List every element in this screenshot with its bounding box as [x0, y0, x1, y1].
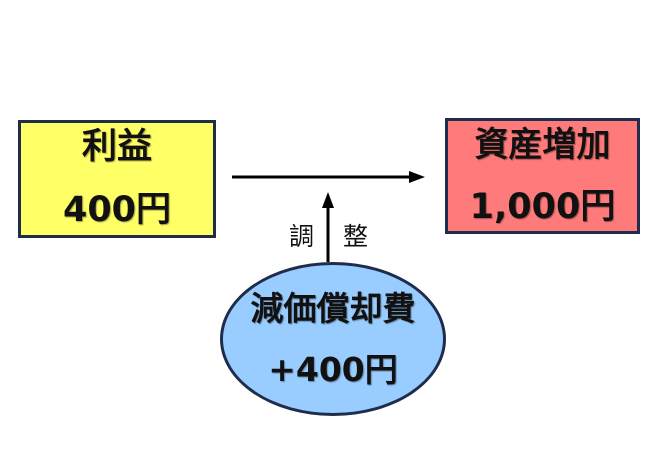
profit-value: 400円 — [62, 190, 172, 230]
depreciation-title: 減価償却費 — [250, 289, 416, 328]
adjustment-label-char-1: 調 — [289, 222, 315, 251]
adjustment-label-char-2: 整 — [343, 222, 369, 251]
profit-box: 利益 400円 — [18, 120, 216, 238]
asset-increase-box: 資産増加 1,000円 — [445, 118, 640, 234]
depreciation-ellipse: 減価償却費 +400円 — [220, 262, 446, 416]
profit-title: 利益 — [81, 127, 152, 167]
vertical-arrow — [322, 192, 334, 262]
horizontal-arrow — [232, 171, 425, 183]
depreciation-value: +400円 — [268, 350, 398, 389]
asset-increase-value: 1,000円 — [469, 186, 616, 227]
asset-increase-title: 資産増加 — [474, 124, 611, 165]
